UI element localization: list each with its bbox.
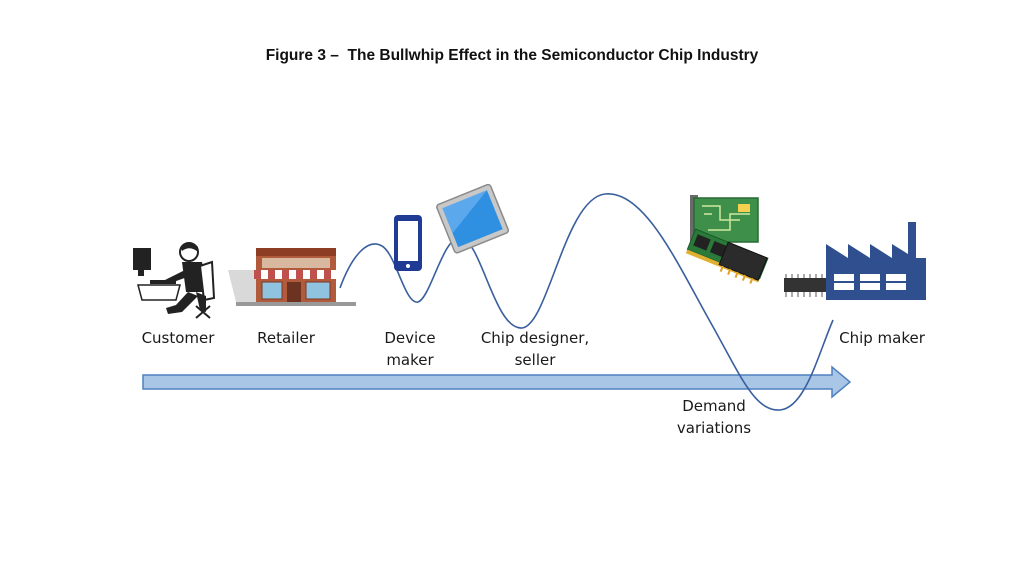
- label-demand-variations: Demand variations: [676, 397, 752, 437]
- smartphone-icon: [394, 215, 422, 271]
- dip-chip-icon: [784, 274, 828, 297]
- factory-icon: [826, 222, 926, 300]
- demand-wave: [339, 193, 834, 411]
- label-customer: Customer: [141, 329, 215, 347]
- circuit-board-icon: [690, 195, 759, 245]
- supply-chain-arrow: [142, 365, 852, 399]
- label-device-maker: Device maker: [384, 329, 436, 369]
- store-icon: [228, 248, 356, 306]
- label-chip-designer: Chip designer, seller: [480, 329, 590, 369]
- figure-title: Figure 3 – The Bullwhip Effect in the Se…: [265, 47, 759, 64]
- label-retailer: Retailer: [257, 329, 315, 347]
- processor-chip-icon: [718, 241, 768, 284]
- tablet-icon: [436, 183, 510, 254]
- label-chip-maker: Chip maker: [839, 329, 925, 347]
- person-at-computer-icon: [133, 242, 216, 319]
